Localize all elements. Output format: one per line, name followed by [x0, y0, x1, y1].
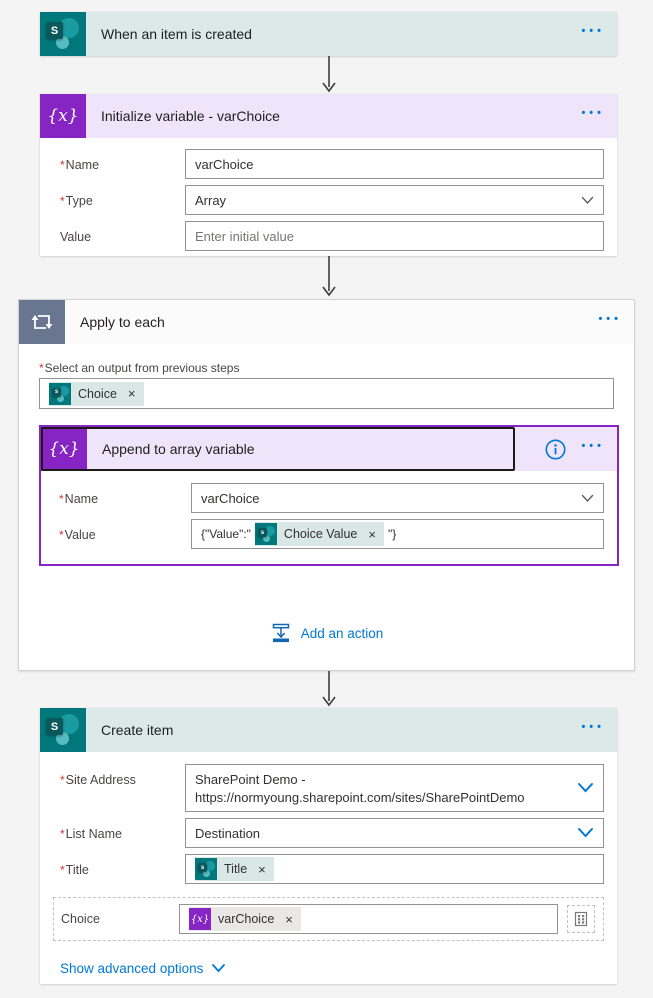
variable-icon: {x}	[40, 94, 86, 138]
show-advanced-options-link[interactable]: Show advanced options	[60, 961, 226, 976]
output-select-input[interactable]: s Choice ×	[39, 378, 614, 409]
list-name-label: *List Name	[60, 827, 122, 841]
append-to-array-header[interactable]: {x} Append to array variable •••	[41, 427, 617, 471]
connector-arrow	[320, 56, 338, 99]
remove-token-button[interactable]: ×	[254, 862, 270, 877]
value-label: Value	[60, 230, 92, 244]
apply-to-each-header[interactable]: Apply to each •••	[19, 300, 634, 344]
choice-field-dropzone[interactable]: Choice {x} varChoice ×	[53, 897, 604, 941]
site-address-label: *Site Address	[60, 773, 136, 787]
chevron-down-icon	[581, 491, 594, 506]
token-label: Choice	[78, 386, 117, 401]
append-value-row: *Value {"Value":" s Choice Value × "}	[41, 516, 617, 552]
initialize-variable-menu-button[interactable]: •••	[573, 107, 617, 125]
append-to-array-title: Append to array variable	[102, 441, 255, 457]
varchoice-token-chip[interactable]: {x} varChoice ×	[189, 907, 301, 931]
output-select-label: *Select an output from previous steps	[39, 361, 240, 375]
remove-token-button[interactable]: ×	[281, 912, 297, 927]
remove-token-button[interactable]: ×	[364, 527, 380, 542]
append-name-label: *Name	[59, 492, 99, 506]
chevron-down-icon	[577, 781, 594, 796]
append-name-row: *Name varChoice	[41, 480, 617, 516]
sharepoint-icon: s	[195, 858, 217, 880]
name-input[interactable]	[185, 149, 604, 179]
create-item-body: *Site Address SharePoint Demo - https://…	[40, 752, 617, 978]
name-field-row: *Name	[40, 146, 617, 182]
sharepoint-icon: S	[40, 12, 86, 56]
trigger-title: When an item is created	[101, 26, 252, 42]
token-label: Title	[224, 862, 248, 876]
type-label: *Type	[60, 194, 93, 208]
append-to-array-menu-button[interactable]: •••	[573, 440, 617, 458]
remove-token-button[interactable]: ×	[124, 386, 140, 401]
trigger-card-header[interactable]: S When an item is created •••	[40, 12, 617, 56]
value-suffix: "}	[387, 527, 397, 541]
initialize-variable-title: Initialize variable - varChoice	[101, 108, 280, 124]
name-label: *Name	[60, 158, 100, 172]
choice-token-chip[interactable]: s Choice ×	[49, 381, 144, 406]
variable-icon: {x}	[41, 427, 87, 471]
variable-icon: {x}	[189, 908, 211, 930]
trigger-menu-button[interactable]: •••	[573, 25, 617, 43]
add-action-icon	[272, 623, 289, 643]
title-token-chip[interactable]: s Title ×	[195, 857, 274, 881]
title-input[interactable]: s Title ×	[185, 854, 604, 884]
title-row: *Title s Title ×	[40, 851, 617, 887]
add-action-button[interactable]: Add an action	[19, 622, 634, 644]
create-item-title: Create item	[101, 722, 174, 738]
create-item-header[interactable]: S Create item •••	[40, 708, 617, 752]
site-address-line1: SharePoint Demo -	[195, 771, 306, 787]
sharepoint-icon: s	[254, 523, 277, 545]
append-value-input[interactable]: {"Value":" s Choice Value × "}	[191, 519, 604, 549]
connector-arrow	[320, 256, 338, 303]
type-dropdown[interactable]: Array	[185, 185, 604, 215]
initialize-variable-card[interactable]: {x} Initialize variable - varChoice ••• …	[40, 94, 617, 256]
trigger-card[interactable]: S When an item is created •••	[40, 12, 617, 56]
create-item-card[interactable]: S Create item ••• *Site Address SharePoi…	[40, 708, 617, 984]
info-icon[interactable]	[538, 438, 573, 461]
chevron-down-icon	[577, 826, 594, 841]
choice-value-token-chip[interactable]: s Choice Value ×	[254, 522, 384, 546]
append-value-label: *Value	[59, 528, 96, 542]
choice-label: Choice	[61, 912, 100, 926]
list-name-dropdown[interactable]: Destination	[185, 818, 604, 848]
token-label: Choice Value	[283, 527, 358, 541]
apply-to-each-scope[interactable]: Apply to each ••• *Select an output from…	[18, 299, 635, 671]
site-address-row: *Site Address SharePoint Demo - https://…	[40, 761, 617, 815]
create-item-menu-button[interactable]: •••	[573, 721, 617, 739]
chevron-down-icon	[211, 961, 226, 976]
site-address-dropdown[interactable]: SharePoint Demo - https://normyoung.shar…	[185, 764, 604, 812]
value-field-row: Value	[40, 218, 617, 254]
grid-icon	[574, 911, 588, 927]
title-label: *Title	[60, 863, 89, 877]
token-label: varChoice	[218, 912, 275, 926]
value-input[interactable]	[185, 221, 604, 251]
list-name-row: *List Name Destination	[40, 815, 617, 851]
sharepoint-letter: S	[46, 22, 63, 39]
initialize-variable-body: *Name *Type Array Value	[40, 138, 617, 254]
initialize-variable-header[interactable]: {x} Initialize variable - varChoice •••	[40, 94, 617, 138]
choice-input[interactable]: {x} varChoice ×	[179, 904, 558, 934]
site-address-line2: https://normyoung.sharepoint.com/sites/S…	[195, 789, 525, 805]
connector-arrow	[320, 671, 338, 713]
append-name-dropdown[interactable]: varChoice	[191, 483, 604, 513]
type-field-row: *Type Array	[40, 182, 617, 218]
chevron-down-icon	[581, 193, 594, 208]
loop-icon	[19, 300, 65, 344]
sharepoint-icon: s	[49, 382, 71, 405]
apply-to-each-title: Apply to each	[80, 314, 165, 330]
sharepoint-icon: S	[40, 708, 86, 752]
append-to-array-body: *Name varChoice *Value {"Value":" s	[41, 471, 617, 564]
append-to-array-card[interactable]: {x} Append to array variable ••• *Name v…	[39, 425, 619, 566]
value-prefix: {"Value":"	[201, 527, 251, 541]
apply-to-each-menu-button[interactable]: •••	[590, 313, 634, 331]
switch-to-input-entire-array-button[interactable]	[567, 905, 595, 933]
